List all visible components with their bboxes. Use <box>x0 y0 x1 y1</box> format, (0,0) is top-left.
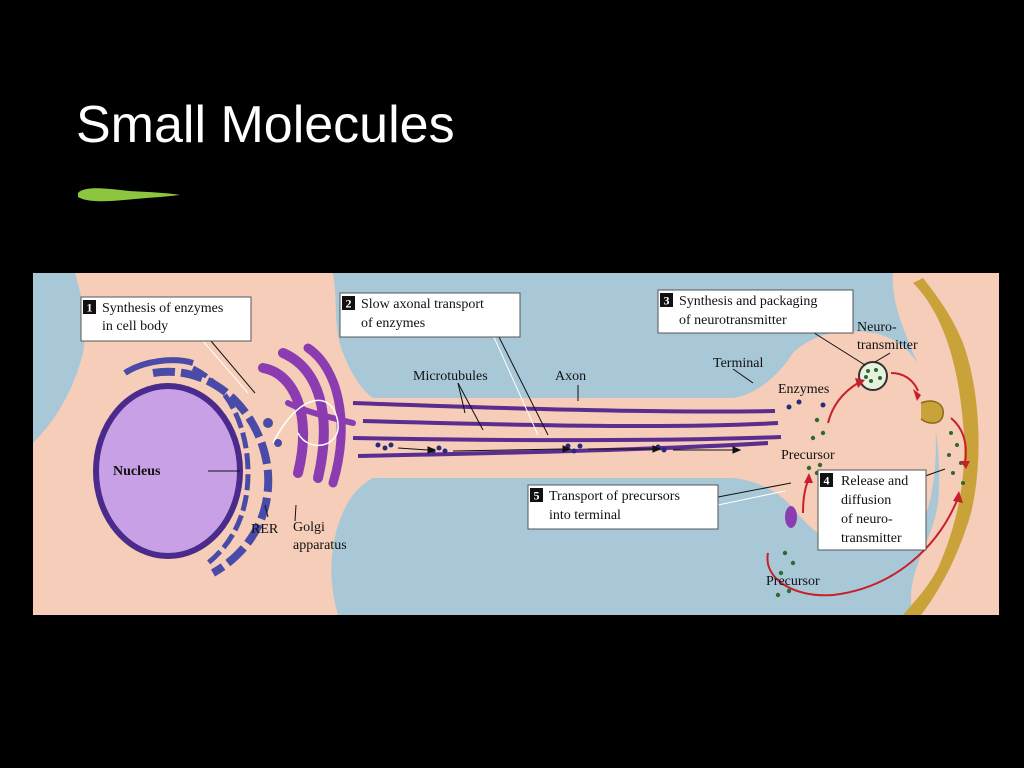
step-box-1: 1 Synthesis of enzymes in cell body <box>80 296 252 342</box>
fusing-vesicle <box>920 400 944 424</box>
diagram-svg: 1 Synthesis of enzymes in cell body 2 Sl… <box>33 273 999 615</box>
label-golgi-line-1: Golgi <box>293 520 325 535</box>
label-precursor-outside: Precursor <box>766 574 820 589</box>
label-neurotransmitter-line-1: Neuro- <box>857 320 897 335</box>
step-4-line-4: transmitter <box>841 531 902 546</box>
postsynaptic-cell <box>892 273 999 615</box>
step-box-4: 4 Release and diffusion of neuro- transm… <box>817 469 927 551</box>
step-5-line-2: into terminal <box>549 508 621 523</box>
golgi-apparatus <box>258 343 356 488</box>
red-arrowheads <box>804 378 970 503</box>
transported-enzymes <box>375 399 826 454</box>
accent-brush-stroke <box>78 188 180 202</box>
label-neurotransmitter-line-2: transmitter <box>857 338 918 353</box>
golgi-vesicle <box>263 418 273 428</box>
step-number-4: 4 <box>824 474 830 488</box>
step-1-line-2: in cell body <box>102 319 168 334</box>
golgi-vesicle <box>274 439 282 447</box>
er-arc-top <box>123 357 194 376</box>
step-1-line-1: Synthesis of enzymes <box>102 301 223 316</box>
label-axon: Axon <box>555 369 586 384</box>
precursor-transporter <box>785 506 797 528</box>
precursor-dots-terminal <box>806 417 826 476</box>
vesicle-contents <box>864 368 882 383</box>
golgi-loop <box>272 399 339 447</box>
step-2-line-2: of enzymes <box>361 316 425 331</box>
synaptic-vesicle <box>858 361 888 391</box>
label-terminal: Terminal <box>713 356 763 371</box>
step-box-3: 3 Synthesis and packaging of neurotransm… <box>657 289 854 334</box>
step-4-line-1: Release and <box>841 474 908 489</box>
step-3-line-1: Synthesis and packaging <box>679 294 817 309</box>
er-arc-inner <box>191 365 251 565</box>
label-nucleus: Nucleus <box>113 464 161 479</box>
label-microtubules: Microtubules <box>413 369 488 384</box>
step-number-3: 3 <box>664 294 670 308</box>
step-number-1: 1 <box>87 301 93 315</box>
step-5-line-1: Transport of precursors <box>549 489 680 504</box>
label-golgi-line-2: apparatus <box>293 538 347 553</box>
postsynaptic-membrane <box>903 278 979 615</box>
precursor-dots-outside <box>775 550 796 598</box>
step-box-5: 5 Transport of precursors into terminal <box>527 484 719 530</box>
step-number-5: 5 <box>534 489 540 503</box>
neurotransmitter-synthesis-diagram: 1 Synthesis of enzymes in cell body 2 Sl… <box>33 273 999 615</box>
step-number-2: 2 <box>346 297 352 311</box>
transport-arrows <box>397 445 742 454</box>
step-box-2: 2 Slow axonal transport of enzymes <box>339 292 521 338</box>
er-arc-outer <box>152 367 273 577</box>
step-4-line-2: diffusion <box>841 493 891 508</box>
microtubules <box>352 401 782 458</box>
step-2-line-1: Slow axonal transport <box>361 297 484 312</box>
label-enzymes: Enzymes <box>778 382 829 397</box>
step-4-line-3: of neuro- <box>841 512 893 527</box>
released-neurotransmitter <box>947 431 965 485</box>
step-3-line-2: of neurotransmitter <box>679 313 787 328</box>
slide-title: Small Molecules <box>76 96 455 154</box>
label-precursor-terminal: Precursor <box>781 448 835 463</box>
label-rer: RER <box>251 522 279 537</box>
red-arrows <box>766 372 967 597</box>
